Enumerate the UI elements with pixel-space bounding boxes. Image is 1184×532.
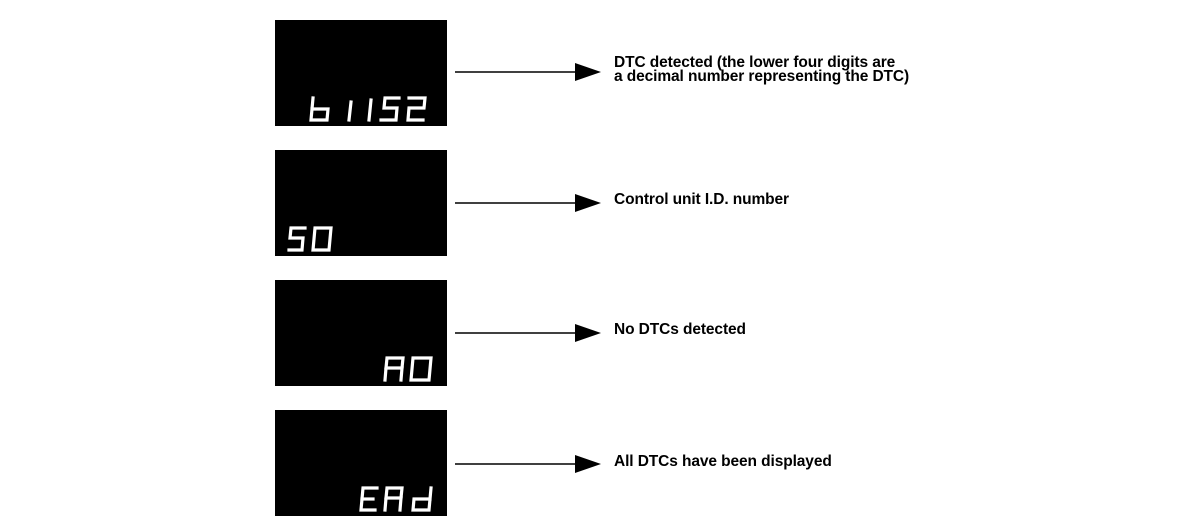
segment-glyphs-50 [287,226,333,252]
dtc-description: No DTCs detected [614,321,746,338]
segment-readout [359,486,435,512]
arrow-icon [455,63,601,81]
dtc-row-1: DTC detected (the lower four digits are … [0,20,1184,126]
arrow-icon [455,455,601,473]
display-panel [275,410,447,516]
segment-readout [287,226,337,252]
description-line-1: No DTCs detected [614,321,746,338]
display-panel [275,280,447,386]
dtc-description: DTC detected (the lower four digits are … [614,54,910,85]
display-panel [275,150,447,256]
description-line-1: Control unit I.D. number [614,191,789,208]
description-line-1: DTC detected (the lower four digits are [614,54,896,71]
display-panel [275,20,447,126]
segment-glyphs-no [383,356,433,382]
segment-glyphs-b1152 [309,96,427,122]
segment-readout [383,356,435,382]
segment-glyphs-end [359,486,433,512]
segment-readout [309,96,435,122]
dtc-row-3: No DTCs detected [0,280,1184,386]
arrow-icon [455,194,601,212]
dtc-row-2: Control unit I.D. number [0,150,1184,256]
dtc-description: Control unit I.D. number [614,191,789,208]
description-line-2: a decimal number representing the DTC) [614,68,910,85]
description-line-1: All DTCs have been displayed [614,453,832,470]
arrow-icon [455,324,601,342]
dtc-description: All DTCs have been displayed [614,453,832,470]
dtc-row-4: All DTCs have been displayed [0,410,1184,516]
